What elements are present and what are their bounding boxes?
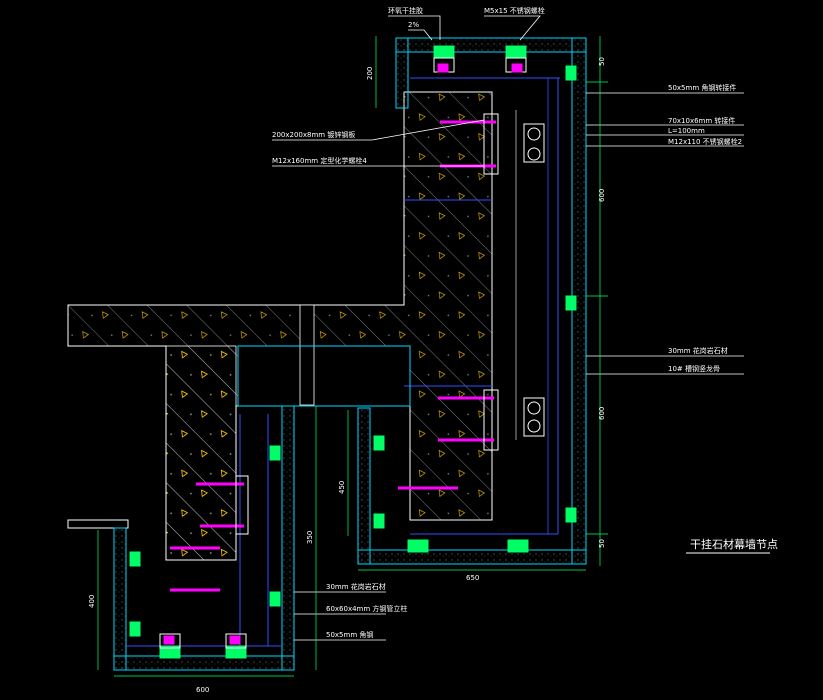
dim-200: 200 [366, 67, 374, 80]
dimension-lines [97, 36, 608, 677]
drawing-title: 干挂石材幕墙节点 [690, 537, 778, 551]
label-tube-bottom: 60x60x4mm 方钢管立柱 [326, 604, 407, 613]
label-connector: 70x10x6mm 转接件 [668, 116, 735, 125]
dim-600-b: 600 [598, 407, 606, 420]
lower-cladding [113, 405, 295, 671]
beam-outline [67, 305, 411, 529]
dim-400: 400 [88, 595, 96, 608]
label-keel-right: 10# 槽钢竖龙骨 [668, 364, 720, 373]
label-length: L=100mm [668, 127, 705, 135]
label-bolt: M12x110 不锈钢螺栓2 [668, 137, 742, 146]
label-granite-bottom: 30mm 花岗岩石材 [326, 582, 386, 591]
label-granite-right: 30mm 花岗岩石材 [668, 346, 728, 355]
label-chem-bolt: M12x160mm 定型化学螺栓4 [272, 156, 367, 165]
anchor-bolts [170, 113, 545, 592]
label-top-right: M5x15 不锈钢螺栓 [484, 6, 545, 15]
dim-650: 650 [466, 574, 479, 582]
upper-cladding [357, 37, 587, 565]
concrete-structure [67, 91, 493, 561]
label-angle-bottom: 50x5mm 角钢 [326, 630, 373, 639]
label-angle-steel-top: 50x5mm 角钢转接件 [668, 83, 736, 92]
stone-clips [129, 45, 577, 659]
dim-600-w: 600 [196, 686, 209, 694]
dim-350: 350 [306, 531, 314, 544]
dim-450: 450 [338, 481, 346, 494]
dim-600-a: 600 [598, 189, 606, 202]
dim-50-bot: 50 [598, 539, 606, 548]
leader-lines [272, 15, 744, 641]
dim-50-top: 50 [598, 57, 606, 66]
label-embed-plate: 200x200x8mm 镀锌钢板 [272, 130, 355, 139]
label-slope: 2% [408, 21, 419, 29]
label-top-left: 环氧干挂胶 [388, 6, 423, 15]
